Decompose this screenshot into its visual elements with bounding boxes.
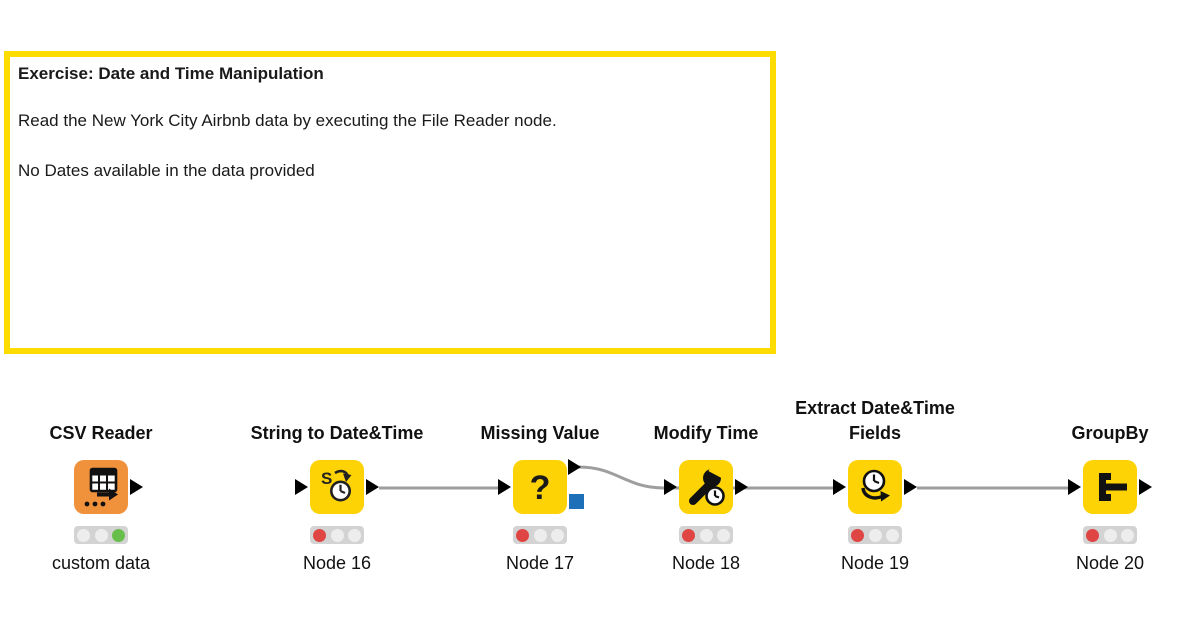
input-port[interactable]	[664, 479, 677, 495]
node-body[interactable]: ?	[498, 459, 584, 514]
node-label: Modify Time	[653, 423, 759, 443]
groupby-icon	[1099, 473, 1127, 501]
string-to-datetime-icon: S	[321, 469, 352, 502]
connection-wire[interactable]	[578, 465, 665, 490]
node-name: custom data	[51, 553, 151, 573]
node-body[interactable]	[1068, 460, 1152, 514]
node-missing-value[interactable]: Missing Value ? Node 17	[480, 423, 599, 573]
node-body[interactable]: S	[295, 460, 379, 514]
node-label: CSV Reader	[49, 423, 153, 443]
node-groupby[interactable]: GroupBy Node 20	[1068, 423, 1152, 573]
modify-time-icon	[689, 462, 727, 506]
svg-text:S: S	[321, 469, 332, 488]
svg-text:?: ?	[530, 469, 551, 507]
node-name: Node 17	[505, 553, 575, 573]
node-name: Node 19	[840, 553, 910, 573]
node-extract-datetime-fields[interactable]: Extract Date&Time Fields Node 19	[795, 398, 955, 573]
output-port[interactable]	[904, 479, 917, 495]
traffic-light-status	[848, 526, 902, 544]
node-name: Node 16	[302, 553, 372, 573]
annotation-body-line: No Dates available in the data provided	[18, 161, 315, 180]
output-port[interactable]	[568, 459, 581, 475]
output-port[interactable]	[1139, 479, 1152, 495]
traffic-light-status	[1083, 526, 1137, 544]
node-label: Extract Date&Time Fields	[795, 398, 955, 443]
node-body[interactable]	[664, 460, 748, 514]
traffic-light-status	[74, 526, 128, 544]
output-port[interactable]	[366, 479, 379, 495]
output-port[interactable]	[130, 479, 143, 495]
output-port[interactable]	[735, 479, 748, 495]
annotation-title: Exercise: Date and Time Manipulation	[18, 64, 324, 83]
input-port[interactable]	[1068, 479, 1081, 495]
traffic-light-status	[310, 526, 364, 544]
extract-datetime-fields-icon	[861, 469, 890, 502]
csv-reader-icon	[84, 467, 118, 507]
node-body[interactable]	[833, 460, 917, 514]
node-label: Missing Value	[480, 423, 600, 443]
missing-value-icon: ?	[530, 469, 551, 507]
node-name: Node 20	[1075, 553, 1145, 573]
node-csv-reader[interactable]: CSV Reader custom data	[49, 423, 152, 573]
input-port[interactable]	[833, 479, 846, 495]
node-label: String to Date&Time	[250, 423, 424, 443]
workflow-annotation[interactable]: Exercise: Date and Time Manipulation Rea…	[4, 51, 776, 354]
traffic-light-status	[679, 526, 733, 544]
pmml-output-port[interactable]	[569, 494, 584, 509]
node-label: GroupBy	[1071, 423, 1149, 443]
node-name: Node 18	[671, 553, 741, 573]
annotation-body-line: Read the New York City Airbnb data by ex…	[18, 111, 557, 130]
node-modify-time[interactable]: Modify Time Node 18	[654, 423, 759, 573]
input-port[interactable]	[295, 479, 308, 495]
traffic-light-status	[513, 526, 567, 544]
node-string-to-datetime[interactable]: String to Date&Time S Node 16	[251, 423, 424, 573]
input-port[interactable]	[498, 479, 511, 495]
node-body[interactable]	[74, 460, 143, 514]
